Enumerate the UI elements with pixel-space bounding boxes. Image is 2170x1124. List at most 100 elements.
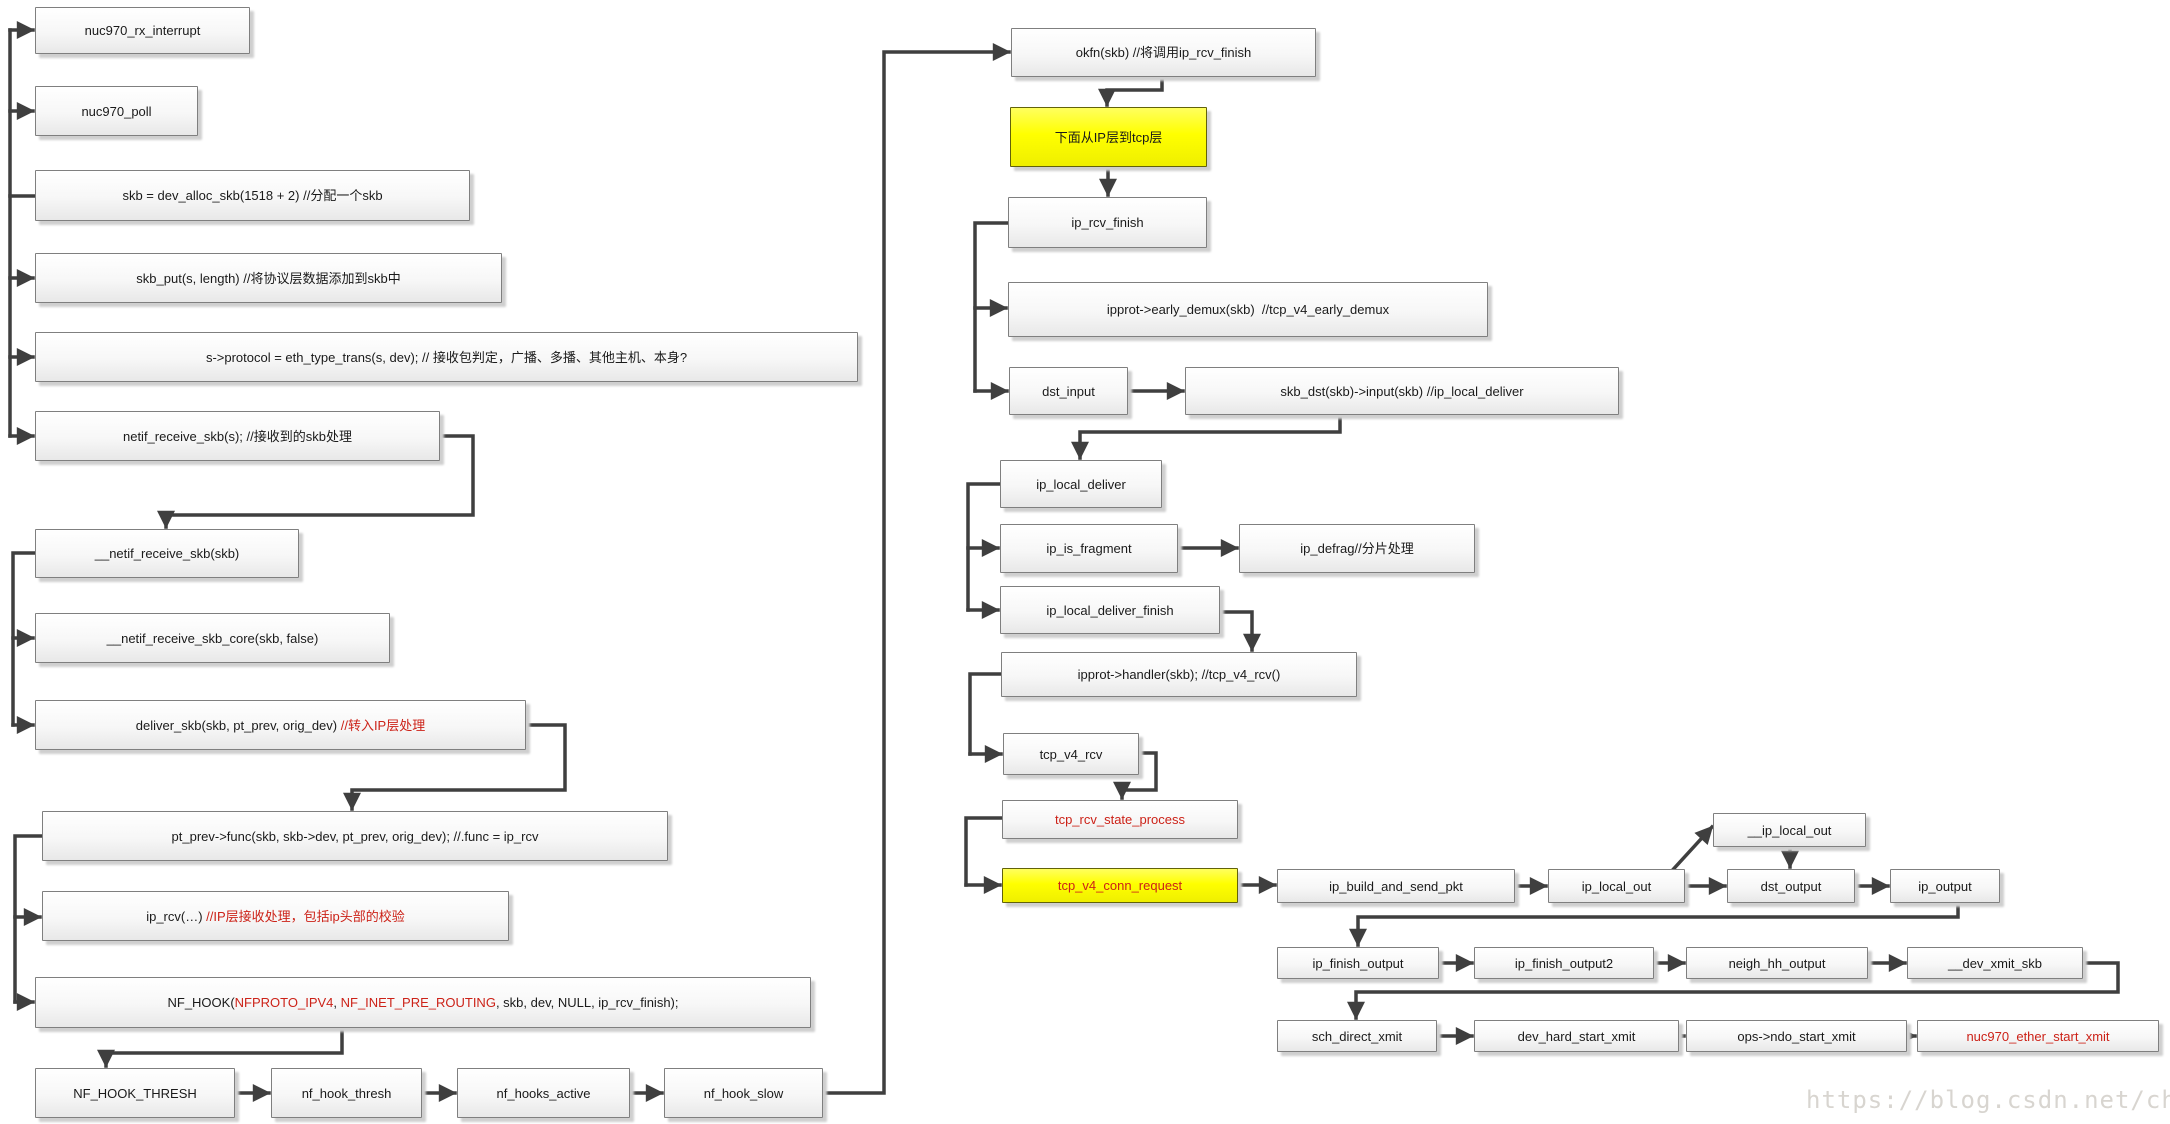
node-ip-output: ip_output [1890, 869, 2000, 903]
node-label: skb = dev_alloc_skb(1518 + 2) //分配一个skb [122, 188, 383, 203]
node-label: ip_rcv(…) [146, 908, 207, 924]
connector-line [973, 221, 1010, 393]
node-neigh-hh-output: neigh_hh_output [1686, 947, 1868, 979]
node-nf-hook: NF_HOOK(NFPROTO_IPV4, NF_INET_PRE_ROUTIN… [35, 977, 811, 1028]
node-okfn: okfn(skb) //将调用ip_rcv_finish [1011, 28, 1316, 77]
node-ipprot-handler: ipprot->handler(skb); //tcp_v4_rcv() [1001, 652, 1357, 697]
node-label: nuc970_rx_interrupt [84, 23, 201, 38]
node-ip-rcv-finish: ip_rcv_finish [1008, 197, 1207, 248]
node-ip-finish-output: ip_finish_output [1277, 947, 1439, 979]
node-label: ip_local_deliver_finish [1046, 602, 1174, 618]
node-label: dst_input [1042, 383, 1095, 399]
node-label: tcp_rcv_state_process [1054, 812, 1186, 827]
node-label: netif_receive_skb(s); //接收到的skb处理 [122, 428, 352, 444]
node-label: __ip_local_out [1747, 822, 1832, 838]
node-label: ip_finish_output2 [1514, 955, 1614, 971]
connector-arrow [97, 1026, 344, 1068]
node-deliver-skb: deliver_skb(skb, pt_prev, orig_dev) //转入… [35, 700, 526, 750]
node-ip-local-deliver: ip_local_deliver [1000, 460, 1162, 508]
node-tcp-v4-conn-request: tcp_v4_conn_request [1002, 868, 1238, 903]
node-label: ip_build_and_send_pkt [1329, 878, 1463, 894]
node-label: ip_local_deliver [1036, 476, 1126, 492]
node-label: ip_is_fragment [1046, 541, 1132, 556]
node-label: okfn(skb) //将调用ip_rcv_finish [1075, 45, 1252, 60]
node-dst-output: dst_output [1727, 869, 1855, 903]
node-label: s->protocol = eth_type_trans(s, dev); //… [205, 349, 688, 365]
node-nf-hooks-active: nf_hooks_active [457, 1068, 630, 1118]
node-label: nf_hook_thresh [301, 1085, 392, 1101]
connector-line [11, 551, 37, 727]
node-label: NF_HOOK_THRESH [73, 1085, 197, 1101]
connector-line [964, 816, 1004, 887]
node-nf-hook-thresh-macro: NF_HOOK_THRESH [35, 1068, 235, 1118]
node---dev-xmit-skb: __dev_xmit_skb [1907, 947, 2083, 979]
node-tcp-v4-rcv: tcp_v4_rcv [1003, 733, 1139, 775]
node-label: //IP层接收处理，包括ip头部的校验 [206, 908, 405, 924]
node-label: tcp_v4_conn_request [1057, 878, 1183, 893]
node-label: tcp_v4_rcv [1039, 746, 1103, 762]
node-label: nf_hook_slow [703, 1085, 784, 1101]
connector-arrow [1098, 75, 1164, 107]
connector-arrow [1071, 413, 1342, 460]
node-label: dst_output [1760, 878, 1822, 894]
node-nf-hook-thresh: nf_hook_thresh [271, 1068, 422, 1118]
node-label: nuc970_ether_start_xmit [1966, 1028, 2110, 1044]
connector-arrow [1349, 901, 1960, 947]
node-tcp-rcv-state-process: tcp_rcv_state_process [1002, 800, 1238, 839]
node-eth-type-trans: s->protocol = eth_type_trans(s, dev); //… [35, 332, 858, 382]
node-label: pt_prev->func(skb, skb->dev, pt_prev, or… [171, 828, 539, 844]
node-ip-rcv: ip_rcv(…) //IP层接收处理，包括ip头部的校验 [42, 891, 509, 941]
connector-arrow [1665, 824, 1715, 878]
watermark: https://blog.csdn.net/chenliang0224 [1806, 1086, 2170, 1114]
node---netif-receive-skb: __netif_receive_skb(skb) [35, 529, 299, 578]
node-label: ipprot->handler(skb); //tcp_v4_rcv() [1077, 667, 1281, 682]
node-label: , skb, dev, NULL, ip_rcv_finish); [495, 995, 679, 1010]
node-ip-local-deliver-finish: ip_local_deliver_finish [1000, 586, 1220, 634]
node-label: NF_INET_PRE_ROUTING [340, 995, 496, 1010]
node-ip-to-tcp-note: 下面从IP层到tcp层 [1010, 107, 1207, 167]
node-label: ip_local_out [1581, 878, 1652, 894]
node-label: 下面从IP层到tcp层 [1054, 129, 1163, 145]
node-label: dev_hard_start_xmit [1517, 1028, 1636, 1044]
node-label: ipprot->early_demux(skb) //tcp_v4_early_… [1106, 302, 1390, 317]
node-dst-input: dst_input [1009, 367, 1128, 415]
node-label: ops->ndo_start_xmit [1737, 1028, 1856, 1044]
node-label: ip_output [1918, 878, 1972, 894]
node-nuc970-rx-interrupt: nuc970_rx_interrupt [35, 7, 250, 54]
node-label: nuc970_poll [81, 103, 152, 119]
node-ip-build-and-send-pkt: ip_build_and_send_pkt [1277, 869, 1515, 903]
node-label: ip_finish_output [1312, 955, 1404, 971]
node-skb-put: skb_put(s, length) //将协议层数据添加到skb中 [35, 253, 502, 303]
node-label: //转入IP层处理 [340, 717, 426, 733]
node-dev-hard-start-xmit: dev_hard_start_xmit [1474, 1020, 1679, 1052]
node-label: __netif_receive_skb(skb) [94, 546, 240, 561]
connector-arrow [821, 43, 1011, 1095]
node-label: ip_rcv_finish [1071, 215, 1144, 230]
node-ops-ndo-start-xmit: ops->ndo_start_xmit [1686, 1020, 1907, 1052]
node-label: deliver_skb(skb, pt_prev, orig_dev) [135, 717, 341, 733]
connector-line [966, 482, 1002, 612]
node-label: , [333, 995, 341, 1010]
node-label: NFPROTO_IPV4 [234, 995, 334, 1010]
node-pt-prev-func: pt_prev->func(skb, skb->dev, pt_prev, or… [42, 811, 668, 861]
connector-arrow [1218, 610, 1261, 652]
node-label: skb_put(s, length) //将协议层数据添加到skb中 [136, 270, 401, 286]
node-label: __dev_xmit_skb [1948, 955, 2042, 971]
node-ip-local-out: ip_local_out [1548, 869, 1685, 903]
node---ip-local-out: __ip_local_out [1713, 813, 1866, 847]
node-nuc970-ether-start-xmit: nuc970_ether_start_xmit [1917, 1020, 2159, 1052]
node-dev-alloc-skb: skb = dev_alloc_skb(1518 + 2) //分配一个skb [35, 170, 470, 221]
node-label: nf_hooks_active [496, 1085, 591, 1101]
node-ip-finish-output2: ip_finish_output2 [1474, 947, 1654, 979]
node-ip-defrag: ip_defrag//分片处理 [1239, 524, 1475, 573]
node-label: neigh_hh_output [1728, 955, 1826, 971]
node-nf-hook-slow: nf_hook_slow [664, 1068, 823, 1118]
node-netif-receive-skb: netif_receive_skb(s); //接收到的skb处理 [35, 411, 440, 461]
node-sch-direct-xmit: sch_direct_xmit [1277, 1020, 1437, 1052]
node-label: NF_HOOK( [167, 995, 235, 1010]
node-nuc970-poll: nuc970_poll [35, 86, 198, 136]
node-ip-is-fragment: ip_is_fragment [1000, 524, 1178, 573]
connector-line [968, 672, 1003, 756]
node-label: sch_direct_xmit [1311, 1028, 1403, 1044]
